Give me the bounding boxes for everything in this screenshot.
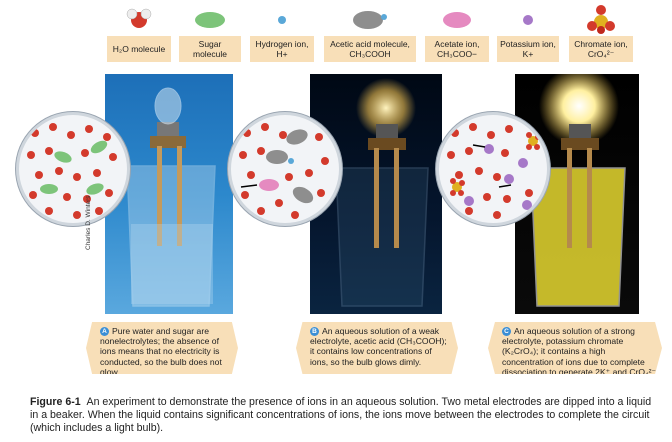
legend-item-acetate: Acetate ion, CH₃COO− [425, 0, 489, 64]
caption-text: Pure water and sugar are nonelectrolytes… [100, 326, 222, 377]
potassium-ion-icon [497, 4, 559, 34]
legend-label: Acetic acid molecule, CH₃COOH [324, 36, 416, 62]
photo-credit: Charles D. Winters [85, 195, 92, 250]
legend-label: H₂O molecule [107, 36, 171, 62]
acetic-acid-icon [324, 4, 416, 34]
photo-panel-c [515, 74, 639, 314]
molecule-legend: H₂O molecule Sugar molecule Hydrogen ion… [107, 0, 667, 64]
acetate-ion-icon [425, 4, 489, 34]
caption-badge: C [502, 327, 511, 336]
legend-item-water: H₂O molecule [107, 0, 171, 64]
caption-text: An aqueous solution of a strong electrol… [502, 326, 656, 388]
magnified-view-a [16, 112, 130, 226]
legend-item-chromate: Chromate ion, CrO₄²⁻ [569, 0, 633, 64]
legend-label: Acetate ion, CH₃COO− [425, 36, 489, 62]
legend-label: Hydrogen ion, H+ [250, 36, 314, 62]
caption-badge: A [100, 327, 109, 336]
legend-label: Sugar molecule [179, 36, 241, 62]
caption-text: An aqueous solution of a weak electrolyt… [310, 326, 447, 367]
magnified-view-c [436, 112, 550, 226]
photo-panel-b [310, 74, 442, 314]
chromate-ion-icon [569, 4, 633, 34]
hydrogen-ion-icon [250, 4, 314, 34]
legend-item-acetic-acid: Acetic acid molecule, CH₃COOH [324, 0, 416, 64]
photo-panel-a [105, 74, 233, 314]
water-molecule-icon [107, 4, 171, 34]
sugar-molecule-icon [179, 4, 241, 34]
magnified-view-b [228, 112, 342, 226]
figure-text: An experiment to demonstrate the presenc… [30, 396, 652, 434]
legend-label: Potassium ion, K+ [497, 36, 559, 62]
legend-label: Chromate ion, CrO₄²⁻ [569, 36, 633, 62]
legend-item-sugar: Sugar molecule [179, 0, 241, 64]
legend-item-hydrogen: Hydrogen ion, H+ [250, 0, 314, 64]
caption-badge: B [310, 327, 319, 336]
legend-item-potassium: Potassium ion, K+ [497, 0, 559, 64]
figure-caption: Figure 6-1 An experiment to demonstrate … [30, 396, 655, 435]
figure-label: Figure 6-1 [30, 396, 81, 408]
